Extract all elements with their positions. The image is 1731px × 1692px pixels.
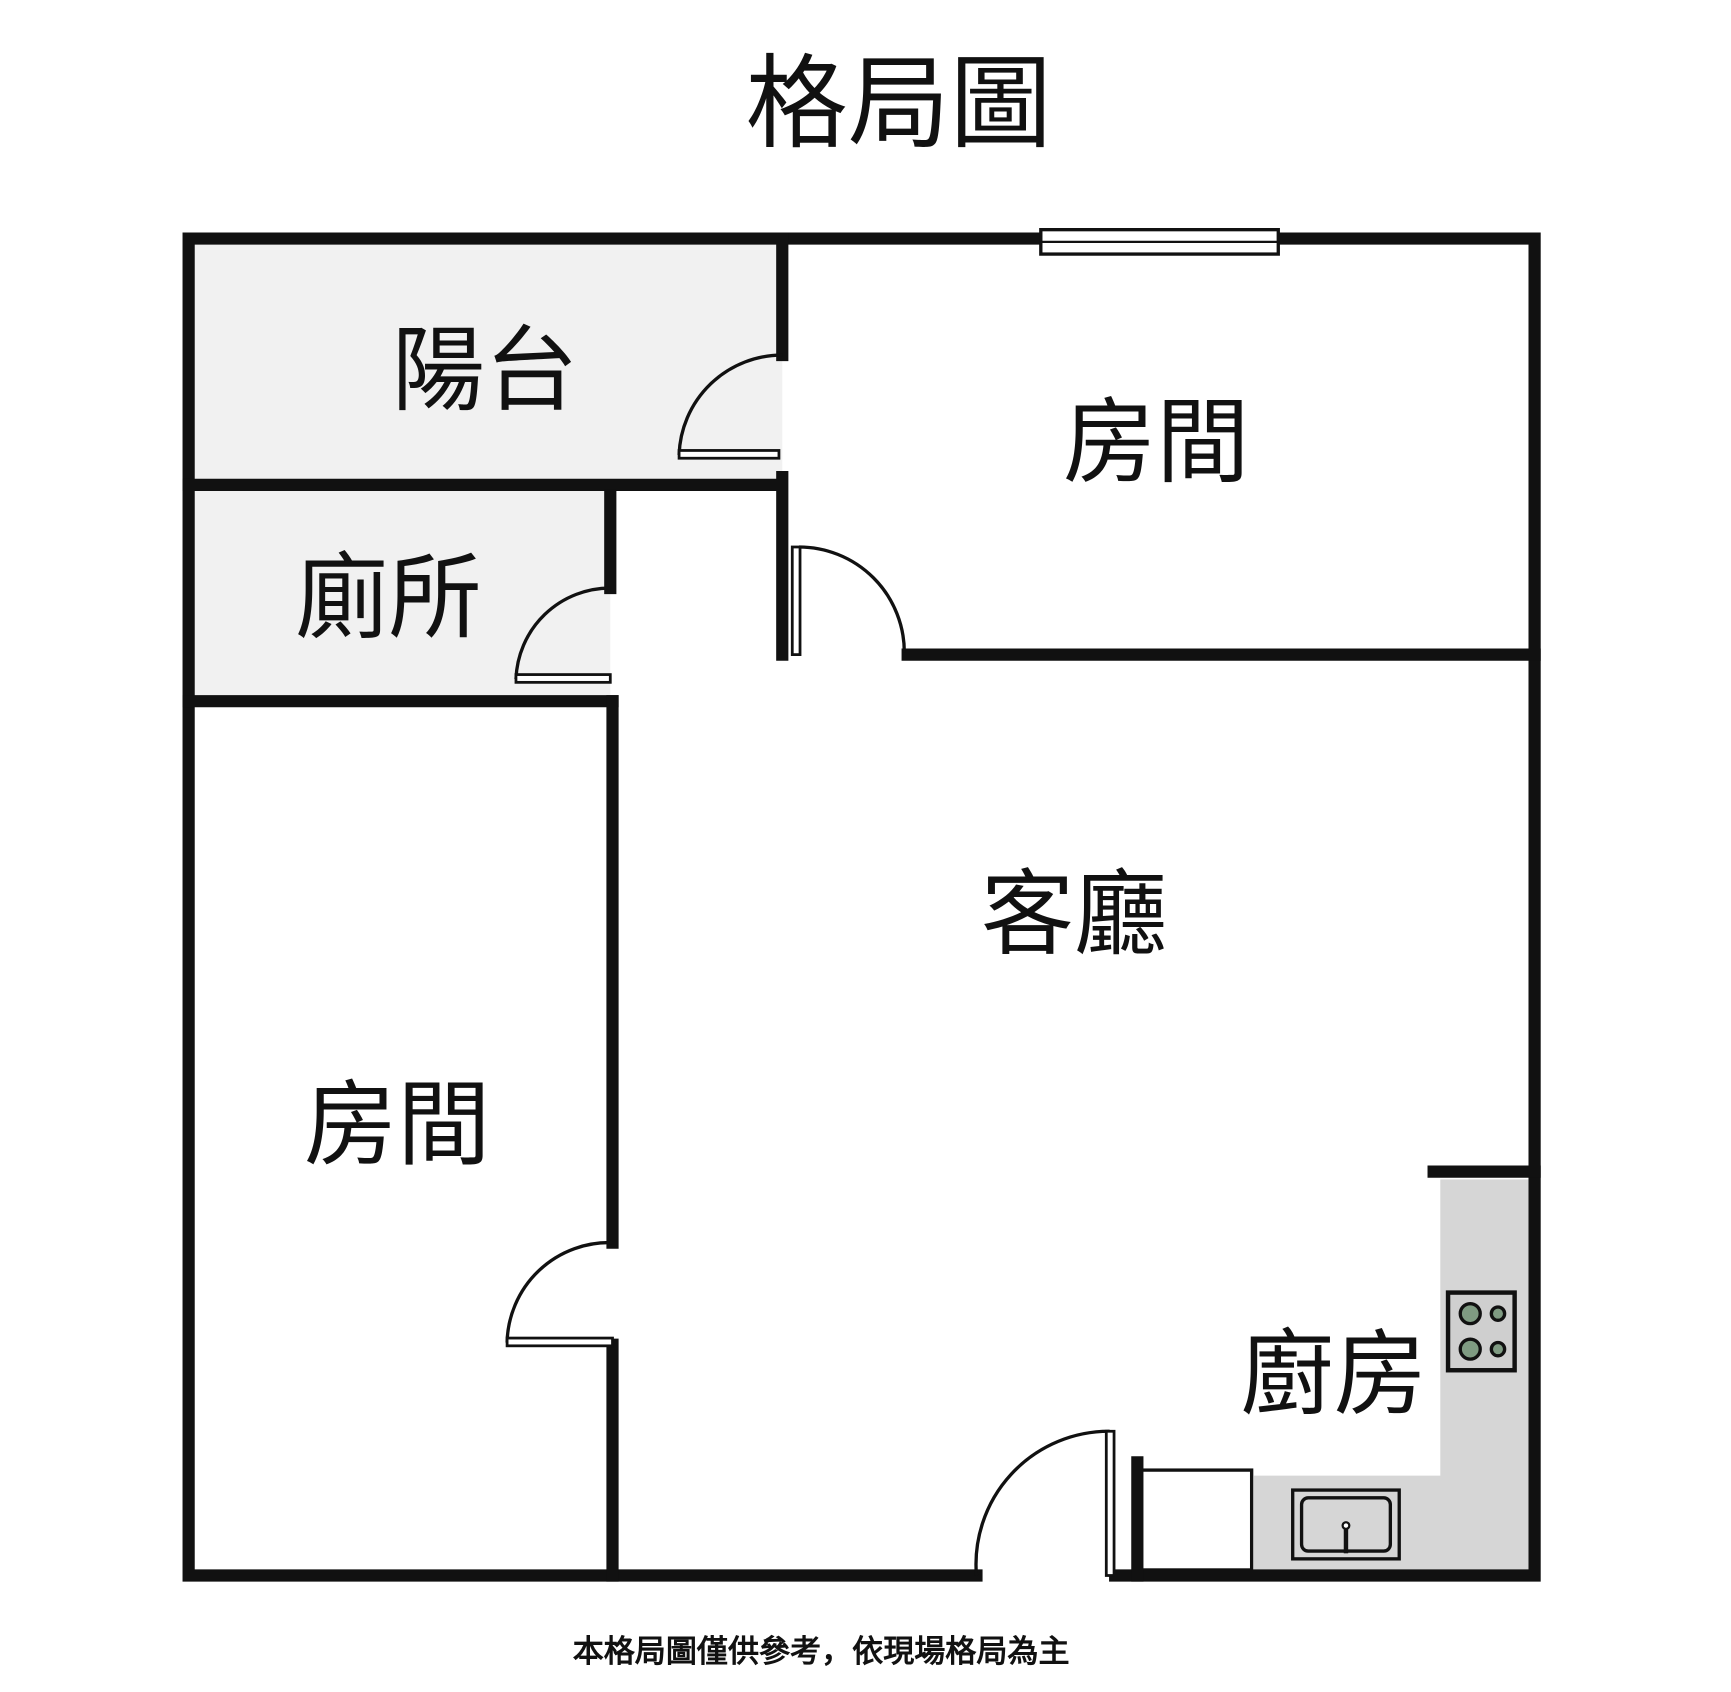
door-icon xyxy=(514,586,612,684)
door-icon xyxy=(505,1240,614,1348)
appliance-box xyxy=(1135,1468,1254,1572)
entrance-door-icon xyxy=(974,1429,1116,1577)
room-label-kitchen: 廚房 xyxy=(1241,1320,1427,1429)
plan-title: 格局圖 xyxy=(746,45,1052,164)
toilet-area xyxy=(188,490,611,697)
room-label-room-left: 房間 xyxy=(304,1070,490,1179)
balcony-area xyxy=(188,244,783,483)
room-label-toilet: 廁所 xyxy=(295,543,481,652)
window-icon xyxy=(1039,228,1280,256)
room-label-room-top-right: 房間 xyxy=(1063,388,1249,497)
stove-icon xyxy=(1445,1290,1517,1373)
room-label-balcony: 陽台 xyxy=(392,316,578,425)
door-icon xyxy=(790,545,907,656)
door-icon xyxy=(677,353,783,460)
walls xyxy=(182,232,1541,1582)
footer-note: 本格局圖僅供參考，依現場格局為主 xyxy=(573,1634,1070,1670)
sink-icon xyxy=(1291,1488,1401,1561)
room-label-living-room: 客廳 xyxy=(981,859,1167,968)
